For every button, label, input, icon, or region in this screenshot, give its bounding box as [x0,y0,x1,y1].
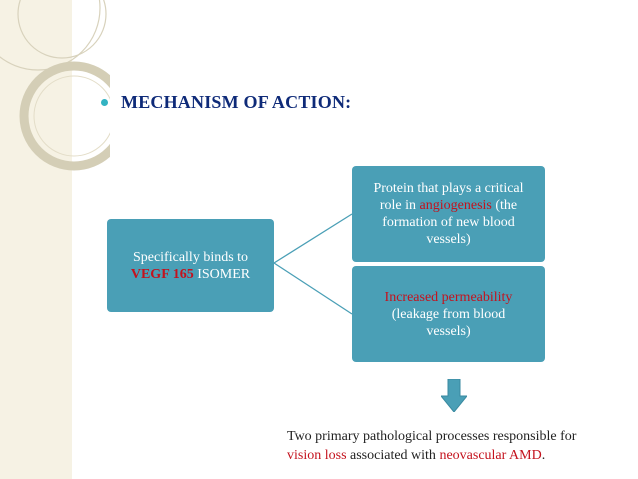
connector-to-bottom-box [273,262,353,315]
angiogenesis-highlight: angiogenesis [419,198,492,213]
angiogenesis-box: Protein that plays a critical role in an… [352,166,545,262]
vision-loss-highlight: vision loss [287,448,347,463]
section-heading: MECHANISM OF ACTION: [101,90,351,114]
angiogenesis-text-2: (the formation of new blood vessels) [382,198,518,247]
vegf-highlight: VEGF 165 [130,266,194,282]
bullet-icon [101,99,108,106]
permeability-box: Increased permeability (leakage from blo… [352,266,545,362]
footer-text-3: . [541,448,546,463]
decorative-circles [0,0,110,171]
angiogenesis-text-1: Protein that plays a critical role in [373,181,524,213]
binding-box: Specifically binds to VEGF 165 ISOMER [107,219,274,312]
permeability-text: (leakage from blood vessels) [391,306,506,339]
amd-highlight: neovascular AMD [439,448,542,463]
footer-note: Two primary pathological processes respo… [287,427,576,465]
footer-text-1: Two primary pathological processes respo… [287,429,577,444]
footer-text-2: associated with [346,448,440,463]
binding-text: Specifically binds to [132,249,249,265]
connector-to-top-box [273,213,353,264]
heading-text: MECHANISM OF ACTION: [121,91,352,112]
down-arrow-icon [441,379,467,412]
permeability-highlight: Increased permeability [384,289,513,305]
isomer-text: ISOMER [193,266,251,282]
